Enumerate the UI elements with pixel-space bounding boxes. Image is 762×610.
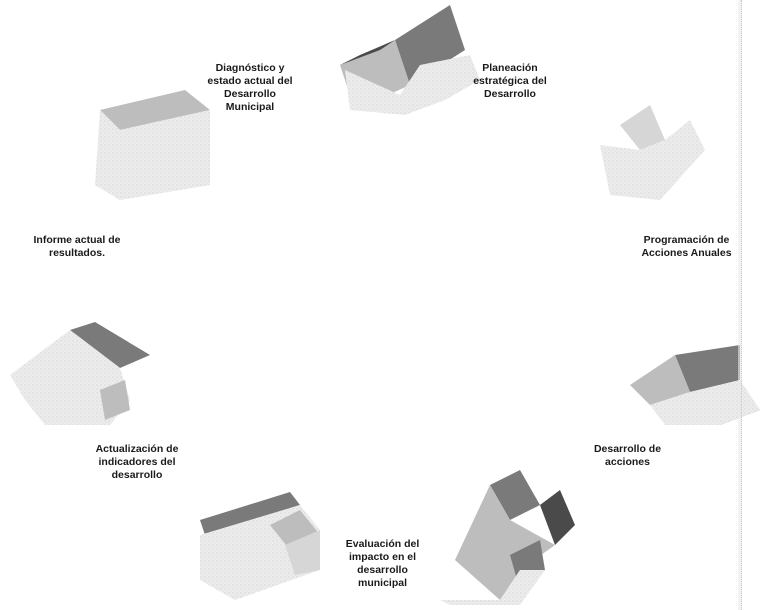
step-label-informe: Informe actual de resultados. — [33, 234, 121, 259]
page-edge-divider — [741, 0, 742, 610]
step-label-evaluacion: Evaluación del impacto en el desarrollo … — [345, 538, 420, 589]
arrow-right — [630, 345, 760, 425]
arrow-upper-left — [95, 90, 210, 200]
step-label-actualizacion: Actualización de indicadores del desarro… — [95, 443, 179, 481]
step-label-desarrollo-acciones: Desarrollo de acciones — [593, 443, 662, 468]
step-label-programacion: Programación de Acciones Anuales — [641, 234, 732, 259]
arrow-bottom-right — [440, 470, 575, 605]
step-label-diagnostico: Diagnóstico y estado actual del Desarrol… — [207, 62, 293, 113]
arrow-left — [10, 322, 150, 425]
border-speckle — [738, 0, 742, 610]
arrow-bottom-left — [200, 492, 320, 600]
arrow-upper-right — [600, 105, 705, 200]
step-label-planeacion: Planeación estratégica del Desarrollo — [473, 62, 547, 100]
arrow-top-center — [340, 5, 480, 115]
